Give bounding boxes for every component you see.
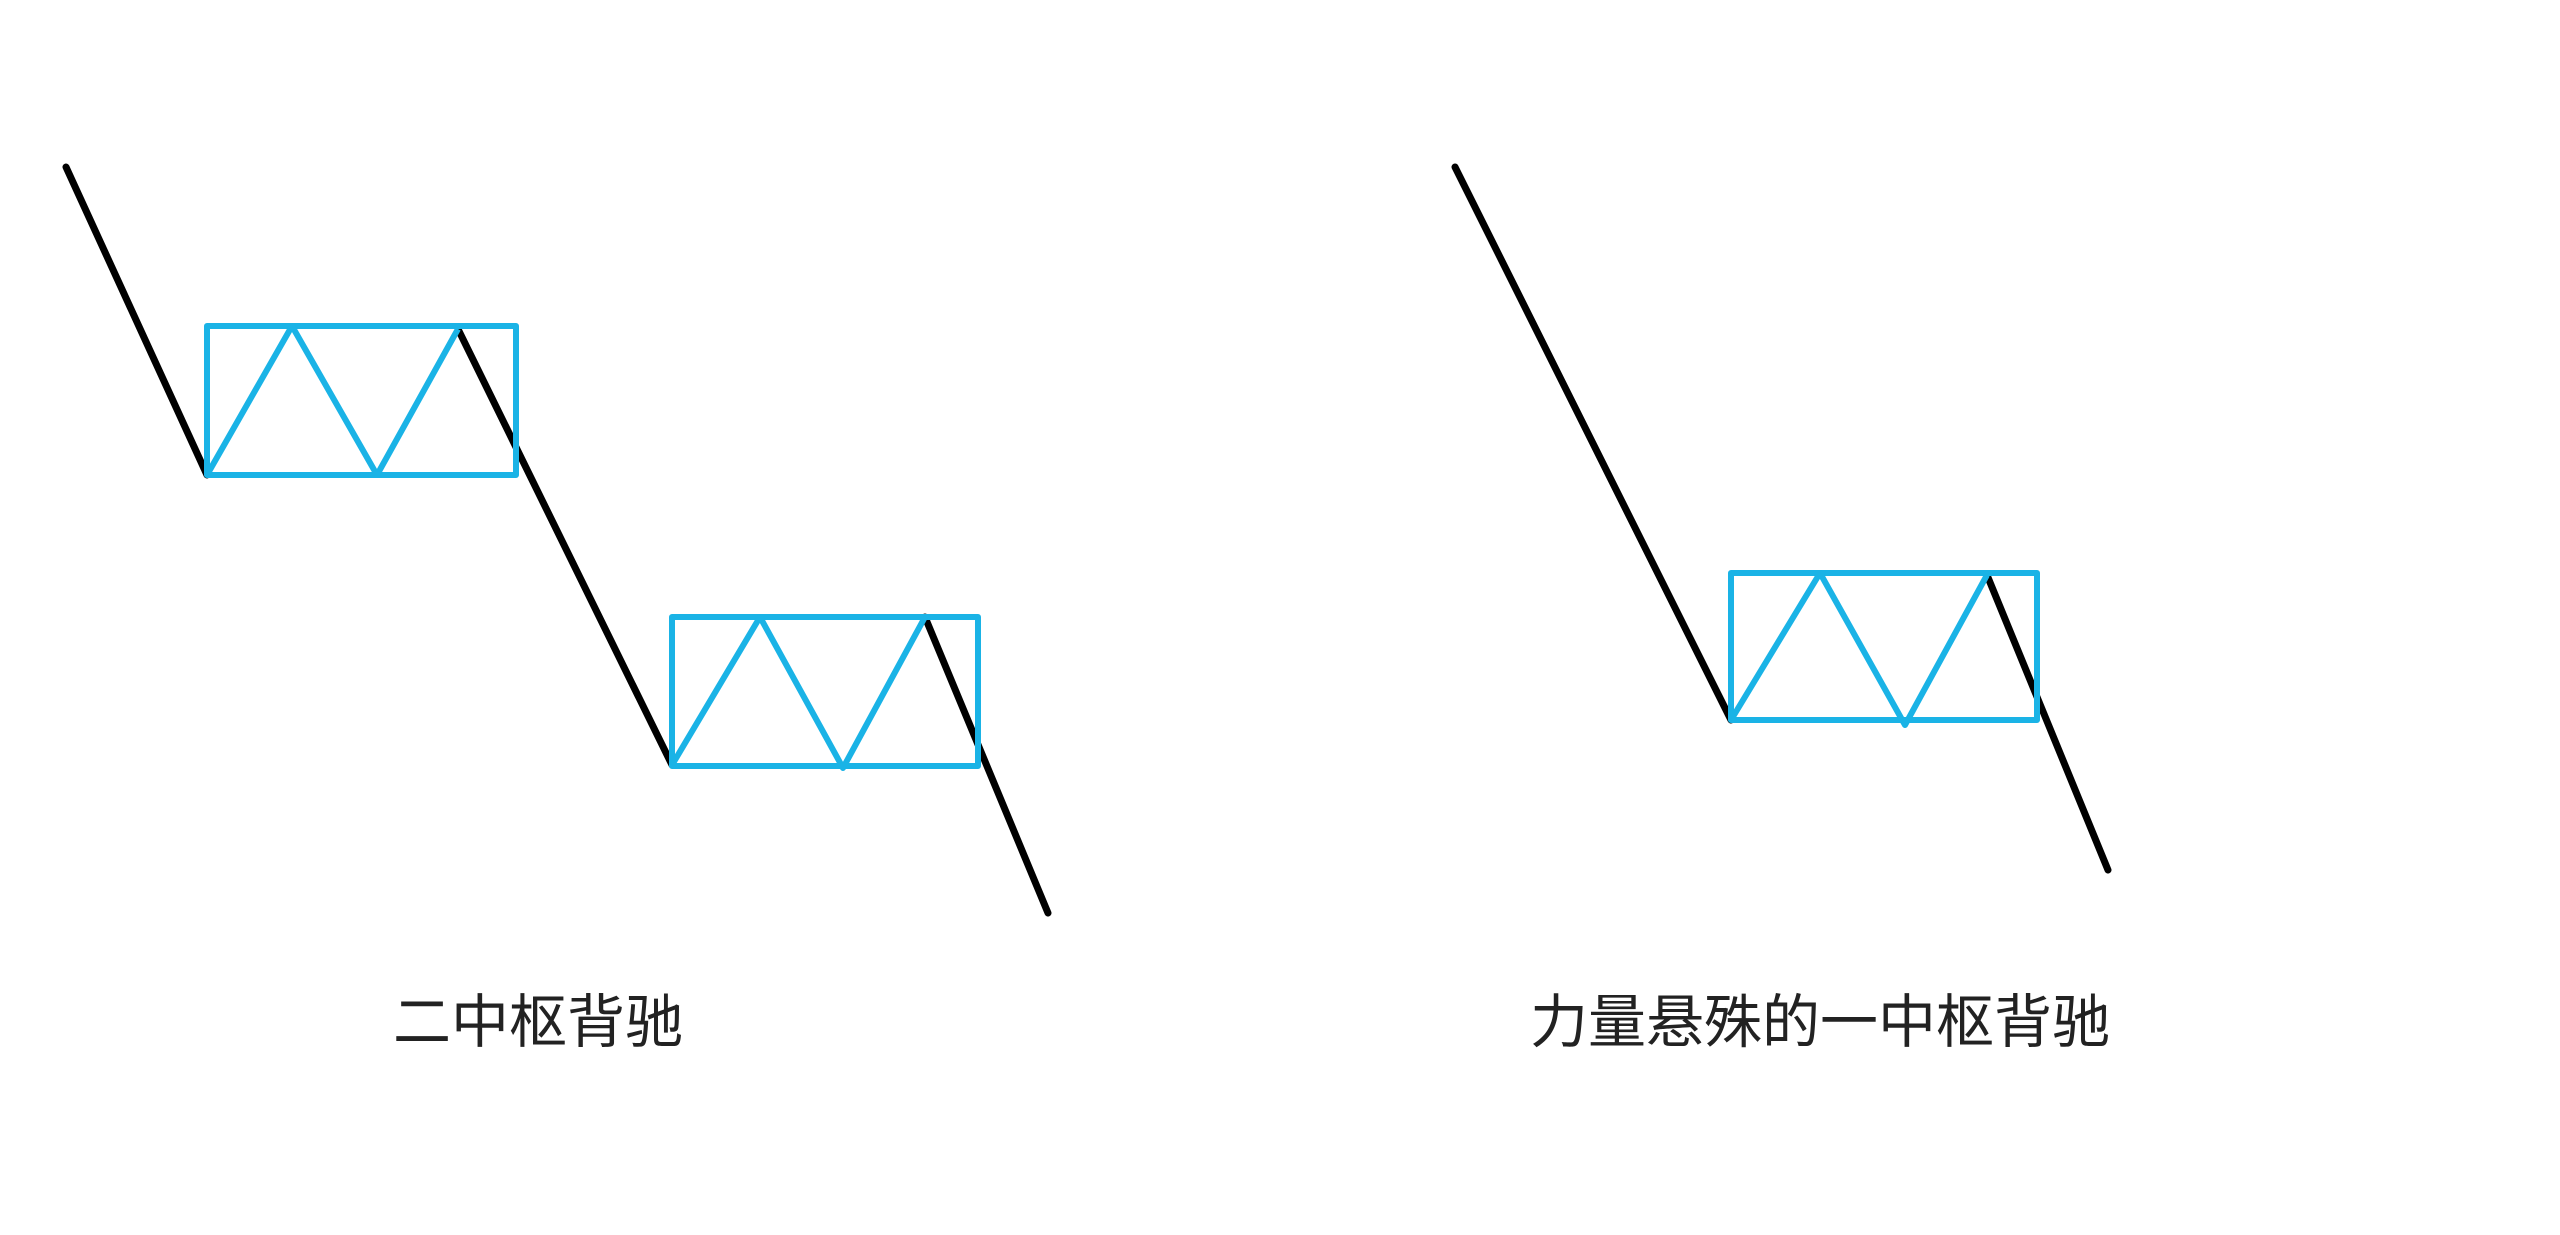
left-pivot-1-zigzag (204, 323, 461, 478)
right-pivot-box (1728, 570, 2040, 723)
right-trend-segment-2 (1983, 571, 2112, 874)
right-caption: 力量悬殊的一中枢背驰 (1530, 988, 2111, 1056)
left-trend-lines (62, 163, 1052, 917)
left-pivot-1 (204, 323, 519, 478)
left-pivot-2-zigzag (669, 614, 928, 771)
left-pivot-2-box (669, 614, 981, 769)
left-pivot-2 (669, 614, 981, 771)
left-trend-segment-2 (454, 325, 676, 769)
right-pivot-zigzag (1728, 570, 1990, 728)
left-caption: 二中枢背驰 (393, 988, 684, 1056)
right-pivot (1728, 570, 2040, 728)
left-pivot-1-box (204, 323, 519, 478)
right-trend-segment-1 (1451, 163, 1735, 724)
right-trend-lines (1451, 163, 2112, 874)
left-trend-segment-3 (921, 613, 1052, 917)
left-trend-segment-1 (62, 163, 211, 479)
